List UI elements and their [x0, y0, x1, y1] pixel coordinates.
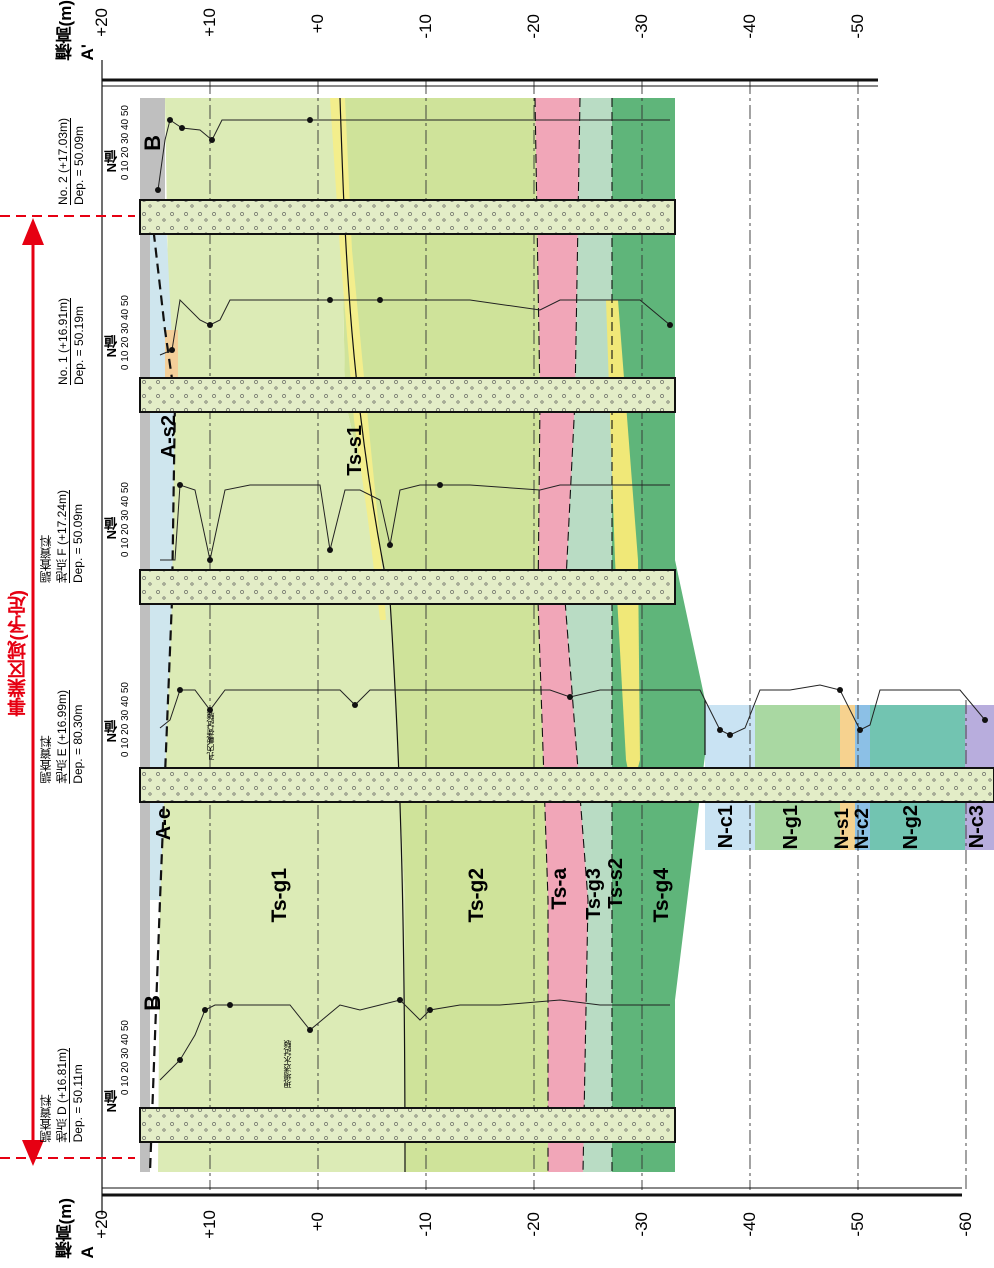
tick-label: +10 [200, 1210, 219, 1239]
layer-tss2-fill [606, 300, 640, 790]
borehole-elevation: 地点 F (+17.24m) [55, 490, 69, 584]
borehole-depth: Dep. = 50.09m [72, 125, 86, 206]
layer-tsg1-fill [158, 98, 405, 1172]
borehole-depth: Dep. = 80.30m [71, 704, 85, 784]
layer-label-ng1: N-g1 [780, 805, 802, 850]
borehole-elevation: 地点 E (+16.99m) [55, 690, 69, 784]
project-area-arrow [0, 215, 135, 1166]
layer-label-b-bottom: B [140, 995, 165, 1011]
borehole-header-E: 調査資料 地点 E (+16.99m) Dep. = 80.30m [38, 690, 86, 784]
borehole-title: 調査資料 [39, 1094, 53, 1143]
tick-label: +10 [200, 8, 219, 37]
tick-label: +20 [92, 1210, 111, 1239]
borehole-title: No. 2 (+17.03m) [56, 118, 70, 206]
layer-tsg2-fill [340, 98, 548, 1172]
project-area-label: 事業区域(予定) [8, 590, 29, 717]
borehole-header-F: 調査資料 地点 F (+17.24m) Dep. = 50.09m [38, 490, 86, 583]
tick-label: -50 [848, 1212, 867, 1237]
borehole-title: No. 1 (+16.91m) [56, 298, 70, 386]
boring-column-No2 [139, 199, 676, 235]
n-value-line-No2 [157, 119, 670, 191]
layer-label-tsa: Ts-a [548, 868, 571, 910]
n-value-points [155, 117, 988, 1063]
layer-label-tsg2: Ts-g2 [465, 868, 488, 923]
borehole-header-No2: No. 2 (+17.03m) Dep. = 50.09m [55, 118, 87, 205]
layer-tsg4-fill [612, 98, 705, 1172]
nvalue-scale-F: 0 10 20 30 40 50 [120, 482, 131, 558]
nvalue-scale-D: 0 10 20 30 40 50 [120, 1020, 131, 1096]
borehole-header-No1: No. 1 (+16.91m) Dep. = 50.19m [55, 298, 87, 385]
borehole-depth: Dep. = 50.11m [71, 1064, 85, 1143]
borehole-depth: Dep. = 50.09m [71, 503, 85, 584]
boring-column-No1 [139, 377, 676, 413]
nvalue-label-D: N値 [104, 1090, 119, 1113]
nvalue-label-E: N値 [104, 720, 119, 743]
layer-label-ac: A-c [153, 808, 175, 841]
tick-label: +0 [308, 1212, 327, 1232]
layer-label-tss2: Ts-s2 [605, 858, 627, 909]
layer-label-b-top: B [140, 135, 165, 151]
borehole-elevation: 地点 D (+16.81m) [55, 1048, 69, 1143]
tick-label: -40 [740, 14, 759, 39]
tick-label: -30 [632, 1212, 651, 1237]
tick-label: -60 [956, 1212, 975, 1237]
test-note-lateral: 孔内載荷試験 [206, 712, 215, 760]
layer-tsg3-fill [565, 98, 612, 1172]
layer-label-tsg3: Ts-g3 [583, 868, 605, 920]
tick-label: -20 [524, 14, 543, 39]
layer-label-ng2: N-g2 [900, 805, 922, 850]
boring-column-D [139, 1107, 676, 1143]
layer-label-tsg4: Ts-g4 [650, 868, 673, 923]
borehole-title: 調査資料 [39, 735, 53, 784]
nvalue-scale-No1: 0 10 20 30 40 50 [120, 295, 131, 371]
right-axis-title-unit: 標高(m) [56, 0, 75, 61]
nvalue-label-No2: N値 [104, 150, 119, 173]
tick-label: +20 [92, 8, 111, 37]
boring-column-E [139, 767, 994, 803]
tick-label: -30 [632, 14, 651, 39]
boundary-tsg2-tsa [534, 97, 549, 1172]
n-value-line-D [159, 999, 670, 1081]
layer-label-nc3: N-c3 [966, 805, 988, 849]
test-note-lift: 現場透水試験 [283, 1040, 292, 1088]
boring-columns [139, 199, 994, 1143]
layer-label-as2: A-s2 [158, 415, 180, 459]
nvalue-scale-E: 0 10 20 30 40 50 [120, 682, 131, 758]
layer-label-tss1: Ts-s1 [344, 425, 366, 476]
nvalue-scale-No2: 0 10 20 30 40 50 [120, 105, 131, 181]
left-axis-title-unit: 標高(m) [56, 1198, 75, 1259]
borehole-header-D: 調査資料 地点 D (+16.81m) Dep. = 50.11m [38, 1048, 86, 1142]
tick-label: -20 [524, 1212, 543, 1237]
boundary-tsa-tsg3 [564, 97, 589, 1173]
layer-label-nc1: N-c1 [715, 805, 737, 849]
tick-label: -10 [416, 1212, 435, 1237]
layer-b-fill [140, 98, 165, 1172]
tick-label: +0 [308, 14, 327, 34]
layer-label-ns1: N-s1 [832, 808, 853, 850]
nvalue-label-F: N値 [104, 517, 119, 540]
borehole-depth: Dep. = 50.19m [72, 305, 86, 386]
boring-column-F [139, 569, 676, 605]
n-value-line-F [160, 484, 670, 561]
tick-label: -50 [848, 14, 867, 39]
layer-label-nc2: N-c2 [852, 808, 873, 850]
elevation-grid [209, 80, 967, 1190]
layer-fills [140, 98, 994, 1172]
tick-label: -40 [740, 1212, 759, 1237]
layer-label-tsg1: Ts-g1 [268, 868, 291, 923]
borehole-title: 調査資料 [39, 535, 53, 584]
tick-label: -10 [416, 14, 435, 39]
frame [101, 60, 962, 1215]
nvalue-label-No1: N値 [104, 335, 119, 358]
